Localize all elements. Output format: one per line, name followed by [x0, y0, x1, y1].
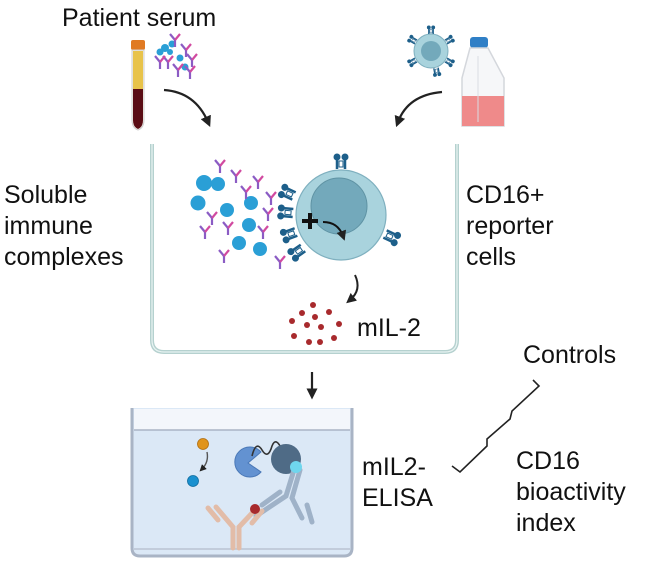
mil2-molecules — [289, 302, 342, 345]
label-controls: Controls — [523, 341, 617, 369]
serum-arrow — [163, 88, 211, 128]
label-mil2: mIL-2 — [357, 314, 421, 342]
secretion-arrow — [346, 274, 359, 304]
label-patient-serum: Patient serum — [62, 4, 217, 32]
label-mil2-elisa: mIL2- ELISA — [362, 453, 433, 512]
capture-antibody-icon — [205, 504, 265, 551]
substrate-icon — [197, 438, 209, 450]
label-cd16-reporter-cells: CD16+ reporter cells — [466, 181, 554, 271]
mil2-bound-icon — [250, 504, 260, 514]
connector-line — [451, 379, 541, 474]
blood-tube-icon — [131, 40, 145, 131]
plus-icon — [302, 213, 318, 229]
cd16-reporter-cell — [275, 152, 404, 265]
label-soluble-complexes: Soluble immune complexes — [4, 181, 124, 271]
detection-antibody-icon — [253, 467, 315, 525]
biotin-icon — [290, 461, 302, 473]
reporter-cell-icon — [405, 24, 457, 78]
immune-complexes-cluster — [190, 158, 287, 271]
serum-immune-complexes-icon — [153, 32, 199, 81]
cells-arrow — [394, 90, 443, 128]
culture-flask-icon — [461, 37, 505, 127]
product-icon — [187, 475, 199, 487]
elisa-well — [130, 408, 354, 558]
enzyme-icon — [234, 446, 262, 478]
label-cd16-bioactivity-index: CD16 bioactivity index — [516, 447, 626, 537]
signal-arrow — [322, 221, 347, 241]
